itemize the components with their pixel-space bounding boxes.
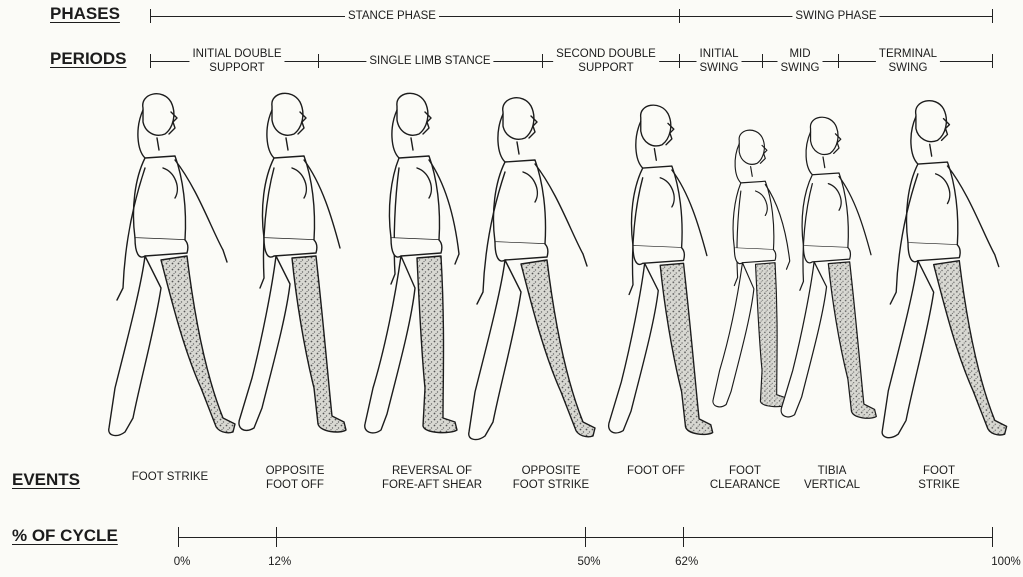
cycle-label-62: 62% <box>675 556 698 568</box>
walking-figure-foot-strike <box>105 88 240 448</box>
cycle-tick-12 <box>276 527 277 547</box>
cycle-tick-50 <box>585 527 586 547</box>
cycle-tick-62 <box>683 527 684 547</box>
periods-tick-6 <box>992 54 993 68</box>
periods-tick-2 <box>542 54 543 68</box>
phases-tick-start <box>150 9 151 23</box>
period-label-single-limb-stance: SINGLE LIMB STANCE <box>366 54 493 68</box>
cycle-label-12: 12% <box>268 556 291 568</box>
phases-tick-end <box>992 9 993 23</box>
phases-tick-split <box>679 9 680 23</box>
phase-label-swing: SWING PHASE <box>792 9 879 23</box>
cycle-label-50: 50% <box>577 556 600 568</box>
phase-label-stance: STANCE PHASE <box>345 9 439 23</box>
periods-tick-1 <box>318 54 319 68</box>
periods-tick-5 <box>838 54 839 68</box>
walking-figure-opposite-foot-off <box>232 88 367 448</box>
periods-tick-4 <box>762 54 763 68</box>
periods-header: PERIODS <box>50 49 127 69</box>
events-header: EVENTS <box>12 470 80 490</box>
cycle-label-100: 100% <box>991 556 1020 568</box>
cycle-header: % OF CYCLE <box>12 526 118 546</box>
event-foot-strike: FOOT STRIKE <box>132 470 208 484</box>
walking-figure-foot-strike-final <box>875 95 1015 450</box>
walking-figure-opposite-foot-strike <box>465 92 600 452</box>
cycle-tick-0 <box>178 527 179 547</box>
cycle-label-0: 0% <box>174 556 191 568</box>
cycle-tick-100 <box>992 527 993 547</box>
phases-header: PHASES <box>50 4 120 24</box>
event-foot-off: FOOT OFF <box>627 464 685 478</box>
periods-tick-3 <box>679 54 680 68</box>
periods-tick-0 <box>150 54 151 68</box>
